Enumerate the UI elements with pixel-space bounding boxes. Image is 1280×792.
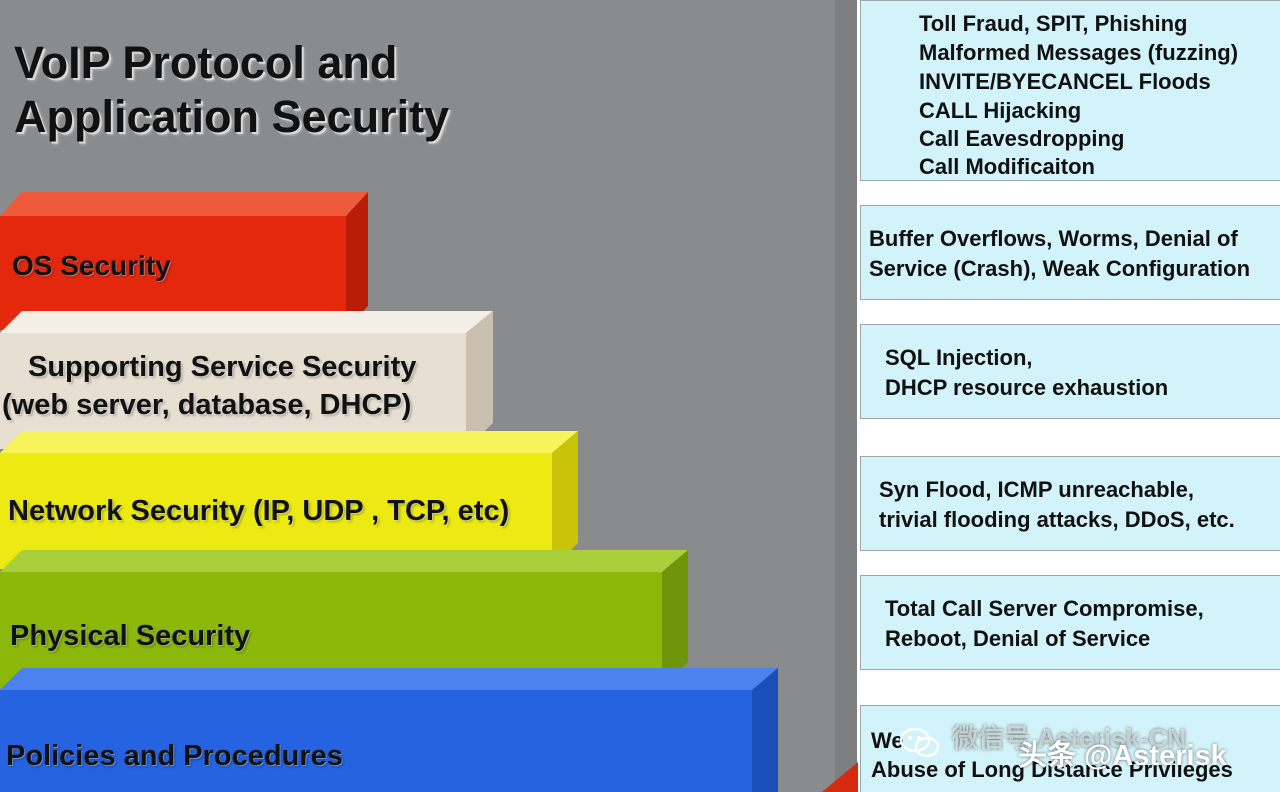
threat-line: CALL Hijacking — [919, 98, 1082, 123]
threat-line: Buffer Overflows, Worms, Denial of — [869, 226, 1238, 251]
watermark: 微信号 Asterisk-CN 头条 @Asterisk — [900, 718, 1270, 772]
layer-top-face — [0, 550, 688, 572]
threat-line: INVITE/BYECANCEL Floods — [919, 69, 1211, 94]
layer-front-face — [0, 690, 752, 792]
layer-label-line-1: Supporting Service Security — [28, 351, 417, 383]
threat-box-supporting-service: SQL Injection, DHCP resource exhaustion — [860, 324, 1280, 419]
threat-box-network: Syn Flood, ICMP unreachable, trivial flo… — [860, 456, 1280, 551]
threat-line: Syn Flood, ICMP unreachable, — [879, 477, 1194, 502]
layer-os-security: OS Security — [0, 192, 368, 330]
layer-top-face — [0, 311, 493, 333]
red-corner — [822, 762, 858, 792]
diagram-title: VoIP Protocol and Application Security — [14, 36, 534, 144]
threat-line: DHCP resource exhaustion — [885, 375, 1169, 400]
threat-box-physical: Total Call Server Compromise, Reboot, De… — [860, 575, 1280, 670]
threat-line: Reboot, Denial of Service — [885, 626, 1151, 651]
layer-label: Physical Security — [10, 620, 251, 652]
threat-line: Malformed Messages (fuzzing) — [919, 40, 1239, 65]
layer-side-face — [662, 550, 688, 688]
threat-line: Call Eavesdropping — [919, 126, 1125, 151]
threat-box-application: Toll Fraud, SPIT, Phishing Malformed Mes… — [860, 0, 1280, 181]
layer-side-face — [552, 431, 578, 569]
wechat-icon — [900, 727, 940, 758]
threat-box-os: Buffer Overflows, Worms, Denial of Servi… — [860, 205, 1280, 300]
layer-side-face — [466, 311, 493, 449]
threat-line: Total Call Server Compromise, — [885, 596, 1204, 621]
watermark-text-2: 头条 @Asterisk — [1018, 740, 1227, 772]
threat-line: Abuse of Long Distance Privileges — [871, 757, 1233, 782]
layer-front-face — [0, 453, 552, 569]
layer-top-face — [0, 431, 578, 453]
threat-line: trivial flooding attacks, DDoS, etc. — [879, 507, 1235, 532]
threat-line: Call Modificaiton — [919, 154, 1095, 179]
layer-top-face — [0, 668, 778, 690]
title-line-2: Application Security — [14, 91, 450, 142]
layer-front-face — [0, 333, 466, 449]
layer-label: Policies and Procedures — [6, 740, 343, 772]
layer-label: Network Security (IP, UDP , TCP, etc) — [8, 495, 510, 527]
threat-line: Toll Fraud, SPIT, Phishing — [919, 11, 1188, 36]
layer-supporting-service-security: Supporting Service Security (web server,… — [0, 311, 493, 449]
threat-box-policies: We Abuse of Long Distance Privileges — [860, 705, 1280, 792]
layer-top-face — [0, 192, 368, 216]
threat-line: Service (Crash), Weak Configuration — [869, 256, 1251, 281]
threat-line: SQL Injection, — [885, 345, 1033, 370]
panel-shadow — [835, 0, 857, 792]
layer-side-face — [752, 668, 778, 792]
layer-label-line-2: (web server, database, DHCP) — [2, 389, 412, 421]
watermark-text-1: 微信号 Asterisk-CN — [952, 723, 1187, 753]
layer-label: OS Security — [12, 250, 171, 281]
layer-policies-and-procedures: Policies and Procedures — [0, 668, 778, 792]
threat-line: We — [871, 728, 904, 753]
layer-side-face — [346, 192, 368, 330]
title-line-1: VoIP Protocol and — [14, 37, 398, 88]
layer-network-security: Network Security (IP, UDP , TCP, etc) — [0, 431, 578, 569]
